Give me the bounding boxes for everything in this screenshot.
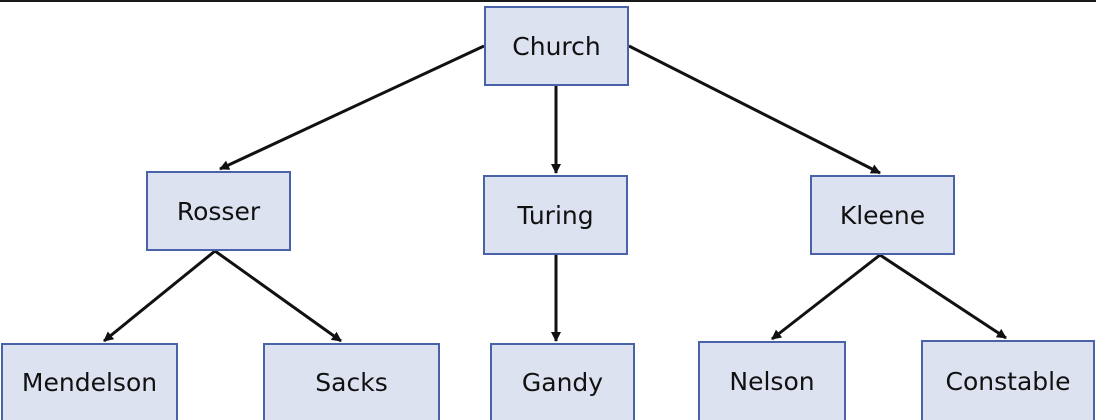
edge-rosser-mendelson xyxy=(103,249,216,343)
node-rosser: Rosser xyxy=(146,171,291,251)
node-kleene: Kleene xyxy=(810,175,955,255)
edge-kleene-constable xyxy=(879,253,1007,340)
node-church: Church xyxy=(484,6,629,86)
edge-rosser-sacks xyxy=(214,249,342,343)
node-nelson: Nelson xyxy=(698,341,846,420)
edge-church-kleene xyxy=(628,44,881,175)
node-turing: Turing xyxy=(483,175,628,255)
edge-church-rosser xyxy=(219,44,485,171)
node-constable: Constable xyxy=(921,340,1095,420)
node-gandy: Gandy xyxy=(490,343,635,420)
node-sacks: Sacks xyxy=(263,343,440,420)
edge-kleene-nelson xyxy=(771,253,881,341)
node-mendelson: Mendelson xyxy=(1,343,178,420)
